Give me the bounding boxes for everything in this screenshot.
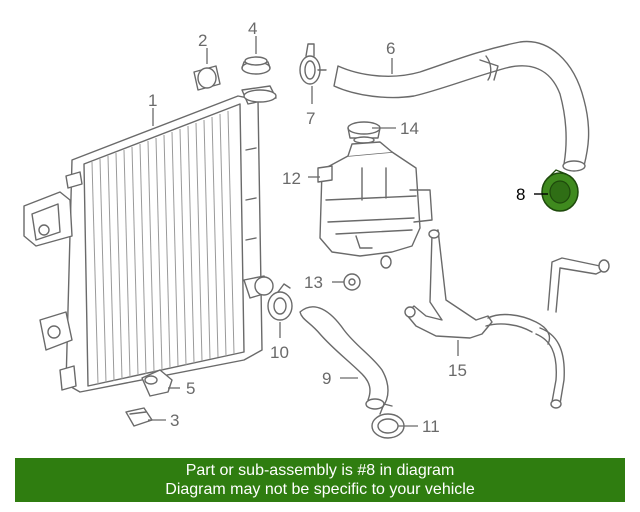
callout-6: 6	[386, 39, 395, 58]
callout-8: 8	[516, 185, 525, 204]
part-5-bushing[interactable]	[141, 369, 173, 397]
callout-4: 4	[248, 19, 257, 38]
callout-1: 1	[148, 91, 157, 110]
callout-13: 13	[304, 273, 323, 292]
callout-12: 12	[282, 169, 301, 188]
callout-15: 15	[448, 361, 467, 380]
callout-5: 5	[186, 379, 195, 398]
radiator[interactable]	[23, 85, 277, 393]
part-2-plug[interactable]	[193, 65, 221, 91]
part-15-overflow-hose[interactable]	[404, 229, 610, 409]
part-7-clamp[interactable]	[299, 43, 327, 85]
callout-9: 9	[322, 369, 331, 388]
part-14-reservoir-cap[interactable]	[347, 121, 381, 144]
part-3-insulator[interactable]	[125, 407, 153, 427]
callout-11: 11	[422, 417, 440, 436]
callout-14: 14	[400, 119, 419, 138]
part-12-coolant-reservoir[interactable]	[317, 141, 433, 269]
part-10-clamp[interactable]	[267, 283, 293, 321]
callout-3: 3	[170, 411, 179, 430]
part-9-lower-hose[interactable]	[299, 306, 389, 410]
leader-lines	[148, 36, 548, 427]
banner-line-part-number: Part or sub-assembly is #8 in diagram	[185, 462, 455, 479]
callout-10: 10	[270, 343, 289, 362]
part-6-upper-hose[interactable]	[333, 40, 590, 172]
part-8-clamp-highlighted[interactable]	[541, 169, 579, 212]
part-4-cap[interactable]	[241, 56, 271, 75]
banner-line-disclaimer: Diagram may not be specific to your vehi…	[165, 481, 475, 498]
callout-7: 7	[306, 109, 315, 128]
callout-2: 2	[198, 31, 207, 50]
callout-numbers: 1 2 4 6 7 14 12 8 13 10 9 11 5 3 15	[148, 19, 525, 436]
info-banner: Part or sub-assembly is #8 in diagram Di…	[15, 458, 625, 502]
part-13-nut[interactable]	[343, 273, 361, 291]
